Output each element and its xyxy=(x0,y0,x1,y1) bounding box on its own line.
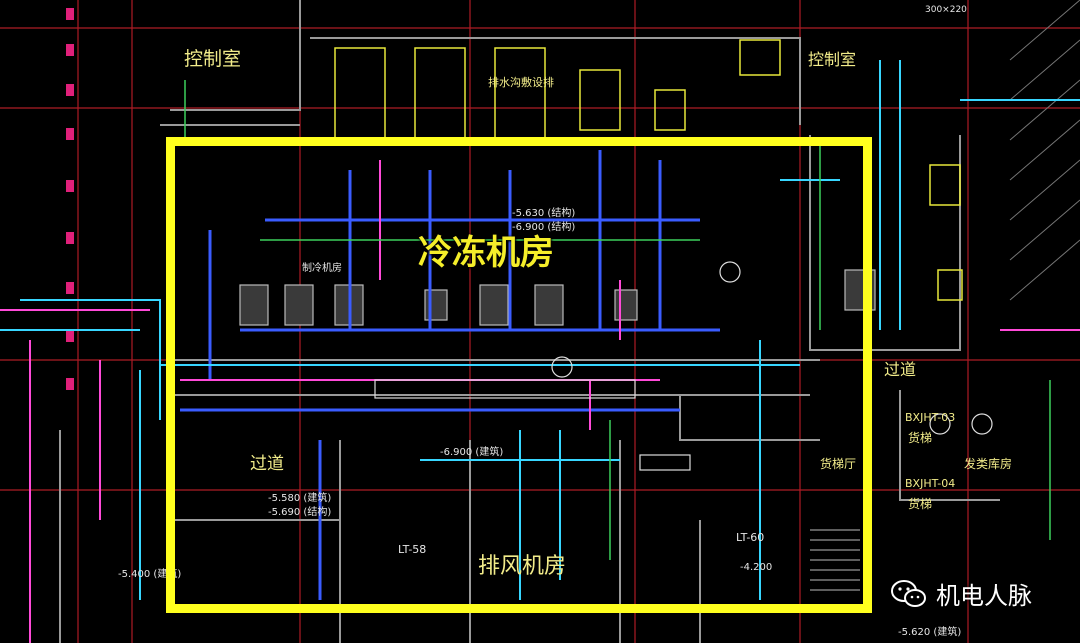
fan-symbols xyxy=(374,261,993,471)
chiller-room-small-label: 制冷机房 xyxy=(302,263,342,274)
elevation-label-5: -5.690 (结构) xyxy=(268,507,332,518)
lift-tag-1: BXJHT-03 xyxy=(905,411,956,424)
room-label-storage: 发类库房 xyxy=(964,457,1013,471)
elevation-label-8: -5.400 (建筑) xyxy=(118,569,182,580)
grid-markers xyxy=(66,8,74,390)
elevation-label-4: -5.580 (建筑) xyxy=(268,493,332,504)
stairs xyxy=(810,529,860,591)
elevation-label-7: -4.200 xyxy=(740,562,773,573)
hatch-area xyxy=(1009,0,1080,301)
watermark: 机电人脉 xyxy=(890,576,1032,611)
lift-tag-lt58: LT-58 xyxy=(398,543,427,556)
condenser-pipes xyxy=(0,60,1080,600)
elevation-label-2: -6.900 (结构) xyxy=(512,222,576,233)
highlight-frame xyxy=(166,137,872,613)
lift-tag-lt60: LT-60 xyxy=(736,531,765,544)
elevation-label-3: -6.900 (建筑) xyxy=(440,447,504,458)
lift-tag-2: BXJHT-04 xyxy=(905,477,956,490)
room-label-cargo-lift-2: 货梯 xyxy=(908,497,933,511)
green-pipes xyxy=(184,80,1051,560)
wechat-icon xyxy=(891,579,926,607)
elevation-label-1: -5.630 (结构) xyxy=(512,208,576,219)
room-label-corridor-left: 过道 xyxy=(250,454,284,474)
room-label-control-left: 控制室 xyxy=(184,48,242,70)
equipment-note: 排水沟敷设排 xyxy=(488,76,554,89)
drawing-title: 冷冻机房 xyxy=(418,233,554,273)
watermark-text: 机电人脉 xyxy=(936,582,1032,610)
room-label-cargo-lift-1: 货梯 xyxy=(908,431,933,445)
room-label-control-right: 控制室 xyxy=(808,50,857,69)
elevation-label-6: -5.620 (建筑) xyxy=(898,627,962,638)
room-label-corridor-right: 过道 xyxy=(884,360,917,379)
room-label-cargo-hall: 货梯厅 xyxy=(820,457,857,471)
top-right-note: 300×220 xyxy=(925,5,967,15)
room-label-exhaust: 排风机房 xyxy=(478,554,567,579)
